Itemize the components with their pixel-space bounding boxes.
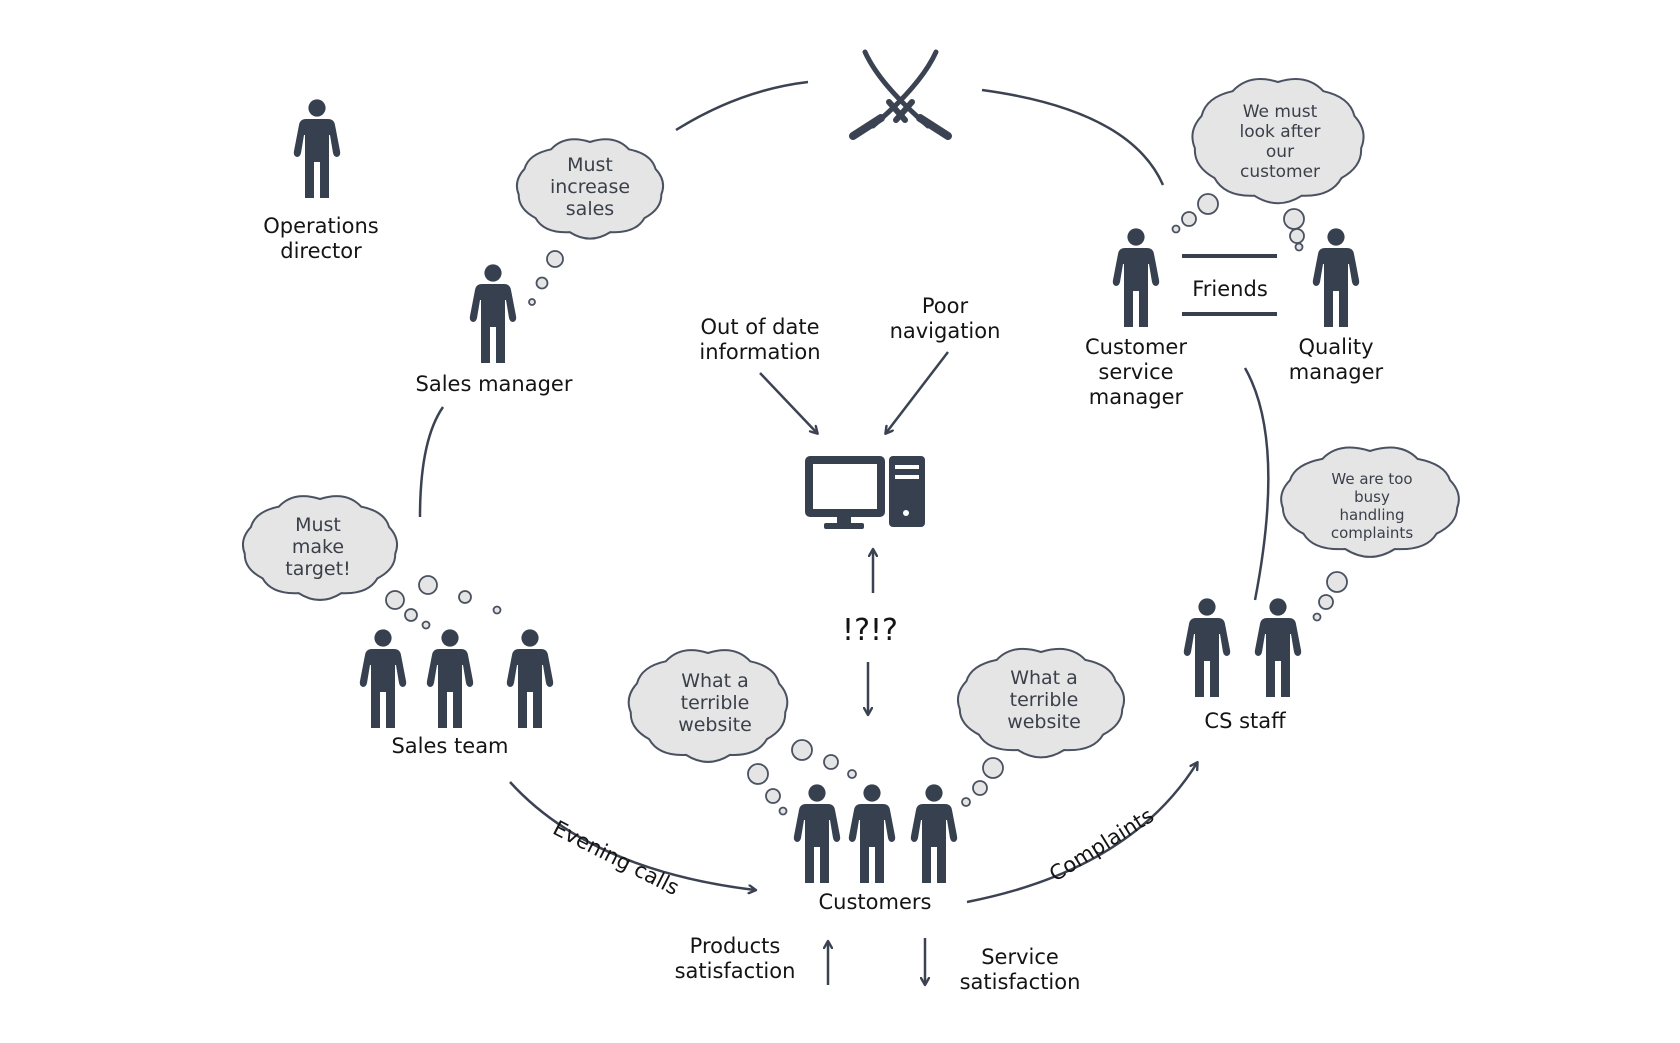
arc-quality-manager-to-cs-staff [1243,367,1270,601]
thought-bubble-customers-right [957,647,1125,807]
label-sales-manager: Sales manager [415,372,573,396]
thought-dot [421,620,431,630]
thought-cloud [241,495,399,601]
thought-dot [1326,571,1348,593]
thought-bubble-sales-manager [515,138,665,306]
person-icon-customer-2 [848,784,896,883]
arrow-evening-calls [509,781,755,890]
thought-cloud [1280,446,1460,558]
thought-dot [972,780,988,796]
computer-icon [805,456,925,529]
thought-dot [1171,224,1181,234]
label-service-satisfaction: Service satisfaction [959,945,1081,994]
label-quality-manager: Quality manager [1288,335,1384,384]
person-icon-sales-team-2 [426,629,474,728]
thought-dot [747,763,769,785]
friends-bar-top [1182,254,1277,258]
person-icon-sales-team-1 [359,629,407,728]
person-icon-quality-manager [1312,228,1360,327]
thought-dot [385,590,405,610]
thought-dot [1312,612,1322,622]
thought-bubble-cs-staff [1280,446,1460,622]
thought-dot [458,590,472,604]
thought-bubble-customers-left [627,649,857,816]
person-icon-customer-1 [793,784,841,883]
person-icon-sales-team-3 [506,629,554,728]
thought-text-customers-right: What a terrible website [1007,667,1081,733]
thought-dot [847,769,857,779]
thought-dot [492,605,502,615]
thought-dot [546,250,564,268]
person-icon-customer-3 [910,784,958,883]
person-icon-sales-manager [469,264,517,363]
thought-bubble-cs-manager [1171,78,1365,252]
label-confusion: !?!? [842,613,898,648]
thought-dot [1283,208,1305,230]
thought-dot [791,739,813,761]
person-icon-customer-service-manager [1112,228,1160,327]
thought-text-cs-staff: We are too busy handling complaints [1330,470,1414,542]
label-out-of-date-information: Out of date information [699,315,821,364]
thought-text-sales-manager: Must increase sales [549,154,631,220]
person-icon-operations-director [293,99,341,198]
person-icon-cs-staff-1 [1183,598,1231,697]
thought-dot [1289,228,1305,244]
thought-dot [823,754,839,770]
thought-dot [1294,242,1304,252]
thought-text-sales-team: Must make target! [285,514,351,580]
arrow-outdated-to-computer [759,372,817,433]
thought-cloud [957,647,1125,759]
arc-sales-manager-to-sales-team [418,406,445,518]
thought-dot [778,806,788,816]
thought-dot [1197,193,1219,215]
thought-dot [528,298,536,306]
label-sales-team: Sales team [391,734,509,758]
crossed-swords-icon [849,49,952,140]
arc-sales-manager-to-swords [675,80,809,132]
thought-dot [535,276,549,290]
thought-text-cs-manager: We must look after our customer [1239,102,1321,182]
arc-swords-to-cs-manager [981,88,1165,186]
thought-cloud [1191,78,1365,205]
thought-bubble-sales-team [241,495,502,630]
thought-dot [1181,211,1197,227]
label-cs-staff: CS staff [1204,709,1286,733]
thought-cloud [515,138,665,240]
person-icon-cs-staff-2 [1254,598,1302,697]
thought-dot [404,608,418,622]
thought-cloud [627,649,789,763]
label-friends: Friends [1192,277,1268,301]
thought-dot [1318,594,1334,610]
label-products-satisfaction: Products satisfaction [674,934,796,983]
thought-dot [418,575,438,595]
label-customer-service-manager: Customer service manager [1084,335,1187,409]
label-operations-director: Operations director [263,214,379,263]
arrow-navigation-to-computer [886,351,949,433]
thought-text-customers-left: What a terrible website [678,670,752,736]
thought-dot [982,757,1004,779]
label-customers: Customers [818,890,932,914]
arrow-complaints [966,763,1197,904]
thought-dot [765,788,781,804]
friends-bar-bottom [1182,312,1277,316]
thought-dot [961,797,971,807]
label-poor-navigation: Poor navigation [889,294,1001,343]
thought-bubbles [241,78,1460,816]
